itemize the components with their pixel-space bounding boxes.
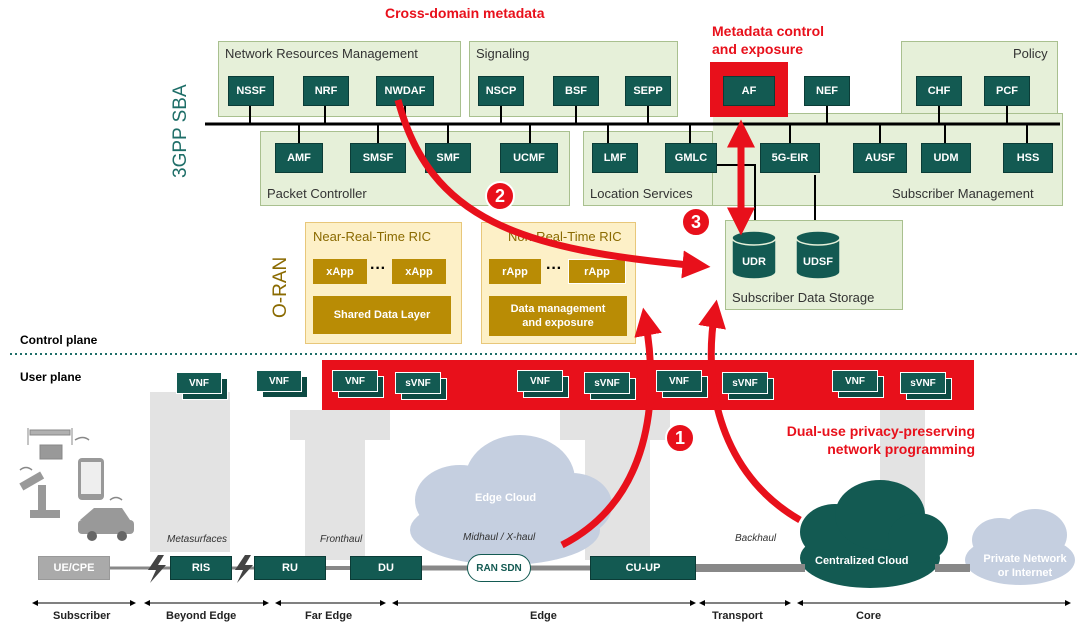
nf-sepp[interactable]: SEPP — [625, 76, 671, 106]
badge-3: 3 — [681, 207, 711, 237]
nf-nssf[interactable]: NSSF — [228, 76, 274, 106]
data-mgmt-line1: Data management — [510, 303, 606, 315]
near-rt-ric-title: Near-Real-Time RIC — [313, 229, 431, 244]
db-udr[interactable]: UDR — [742, 256, 766, 268]
rapp-dots: ··· — [546, 260, 562, 277]
group-label-nrm: Network Resources Management — [225, 46, 418, 61]
arrow-cross-domain — [394, 99, 711, 279]
drone-icon — [27, 428, 73, 460]
svnf-1[interactable]: sVNF — [395, 372, 447, 400]
group-label-policy: Policy — [1013, 46, 1048, 61]
nf-5g-eir[interactable]: 5G-EIR — [760, 143, 820, 173]
segment-transport: Transport — [712, 610, 763, 622]
group-label-signaling: Signaling — [476, 46, 530, 61]
private-cloud-shape — [965, 509, 1075, 585]
svnf-3[interactable]: sVNF — [722, 372, 774, 400]
near-dots: ··· — [370, 260, 386, 277]
node-ran-sdn[interactable]: RAN SDN — [467, 554, 531, 582]
segment-far-edge: Far Edge — [305, 610, 353, 622]
nf-smsf[interactable]: SMSF — [350, 143, 406, 173]
vnf-1[interactable]: VNF — [176, 372, 228, 400]
private-line1: Private Network — [983, 553, 1067, 565]
metadata-control-label: Metadata control and exposure — [712, 22, 824, 58]
vnf-5[interactable]: VNF — [656, 370, 708, 398]
segment-beyond-edge: Beyond Edge — [166, 610, 237, 622]
segment-edge: Edge — [530, 610, 557, 622]
nf-nef[interactable]: NEF — [804, 76, 850, 106]
metadata-control-line1: Metadata control — [712, 23, 825, 39]
node-cu-up[interactable]: CU-UP — [590, 556, 696, 580]
badge-2: 2 — [485, 181, 515, 211]
metadata-control-line2: and exposure — [712, 41, 804, 57]
nf-nscp[interactable]: NSCP — [478, 76, 524, 106]
car-icon — [78, 508, 134, 541]
dual-use-line2: network programming — [827, 441, 975, 457]
nf-pcf[interactable]: PCF — [984, 76, 1030, 106]
svnf-4[interactable]: sVNF — [900, 372, 952, 400]
db-udsf[interactable]: UDSF — [803, 256, 833, 268]
nf-chf[interactable]: CHF — [916, 76, 962, 106]
node-ru[interactable]: RU — [254, 556, 326, 580]
backhaul-label: Backhaul — [735, 533, 777, 544]
group-label-storage: Subscriber Data Storage — [732, 290, 875, 305]
nf-nwdaf[interactable]: NWDAF — [376, 76, 434, 106]
nf-udm[interactable]: UDM — [921, 143, 971, 173]
robot-arm-icon — [19, 471, 60, 518]
near-xapp-2[interactable]: xApp — [392, 259, 446, 284]
dual-use-label: Dual-use privacy-preserving network prog… — [760, 422, 975, 458]
node-du[interactable]: DU — [350, 556, 422, 580]
group-label-packet: Packet Controller — [267, 186, 367, 201]
nf-hss[interactable]: HSS — [1003, 143, 1053, 173]
lightning-icon — [148, 555, 253, 583]
nf-ausf[interactable]: AUSF — [853, 143, 907, 173]
rapp-1[interactable]: rApp — [489, 259, 541, 284]
metasurfaces-label: Metasurfaces — [167, 534, 228, 545]
dual-use-line1: Dual-use privacy-preserving — [786, 423, 975, 439]
cross-domain-metadata-label: Cross-domain metadata — [385, 5, 545, 21]
group-label-subscriber-mgmt: Subscriber Management — [892, 186, 1034, 201]
control-plane-label: Control plane — [20, 333, 98, 347]
nf-bsf[interactable]: BSF — [553, 76, 599, 106]
segment-subscriber: Subscriber — [53, 610, 111, 622]
vnf-2[interactable]: VNF — [256, 370, 308, 398]
segment-core: Core — [856, 610, 882, 622]
nf-amf[interactable]: AMF — [275, 143, 323, 173]
vnf-6[interactable]: VNF — [832, 370, 884, 398]
central-cloud-label: Centralized Cloud — [815, 555, 909, 567]
nf-gmlc[interactable]: GMLC — [665, 143, 717, 173]
nf-lmf[interactable]: LMF — [592, 143, 638, 173]
group-label-location: Location Services — [590, 186, 693, 201]
phone-icon — [78, 458, 104, 500]
node-ue-cpe[interactable]: UE/CPE — [38, 556, 110, 580]
rapp-2[interactable]: rApp — [568, 259, 626, 284]
fronthaul-label: Fronthaul — [320, 534, 363, 545]
near-xapp-1[interactable]: xApp — [313, 259, 367, 284]
arrow-ran-to-ric — [560, 307, 662, 549]
arrow-core-to-storage — [698, 299, 802, 524]
svnf-2[interactable]: sVNF — [584, 372, 636, 400]
private-network-label: Private Network or Internet — [975, 552, 1075, 580]
data-management-exposure[interactable]: Data management and exposure — [489, 296, 627, 336]
badge-1: 1 — [665, 423, 695, 453]
shared-data-layer[interactable]: Shared Data Layer — [313, 296, 451, 334]
central-cloud-shape — [800, 480, 948, 588]
nf-nrf[interactable]: NRF — [303, 76, 349, 106]
edge-cloud-label: Edge Cloud — [475, 492, 537, 504]
node-ris[interactable]: RIS — [170, 556, 232, 580]
nf-af[interactable]: AF — [723, 76, 775, 106]
data-mgmt-line2: and exposure — [522, 317, 594, 329]
midhaul-label: Midhaul / X-haul — [463, 532, 536, 543]
user-plane-label: User plane — [20, 370, 82, 384]
private-line2: or Internet — [997, 567, 1053, 579]
vnf-3[interactable]: VNF — [332, 370, 384, 398]
vnf-4[interactable]: VNF — [517, 370, 569, 398]
nf-ucmf[interactable]: UCMF — [500, 143, 558, 173]
